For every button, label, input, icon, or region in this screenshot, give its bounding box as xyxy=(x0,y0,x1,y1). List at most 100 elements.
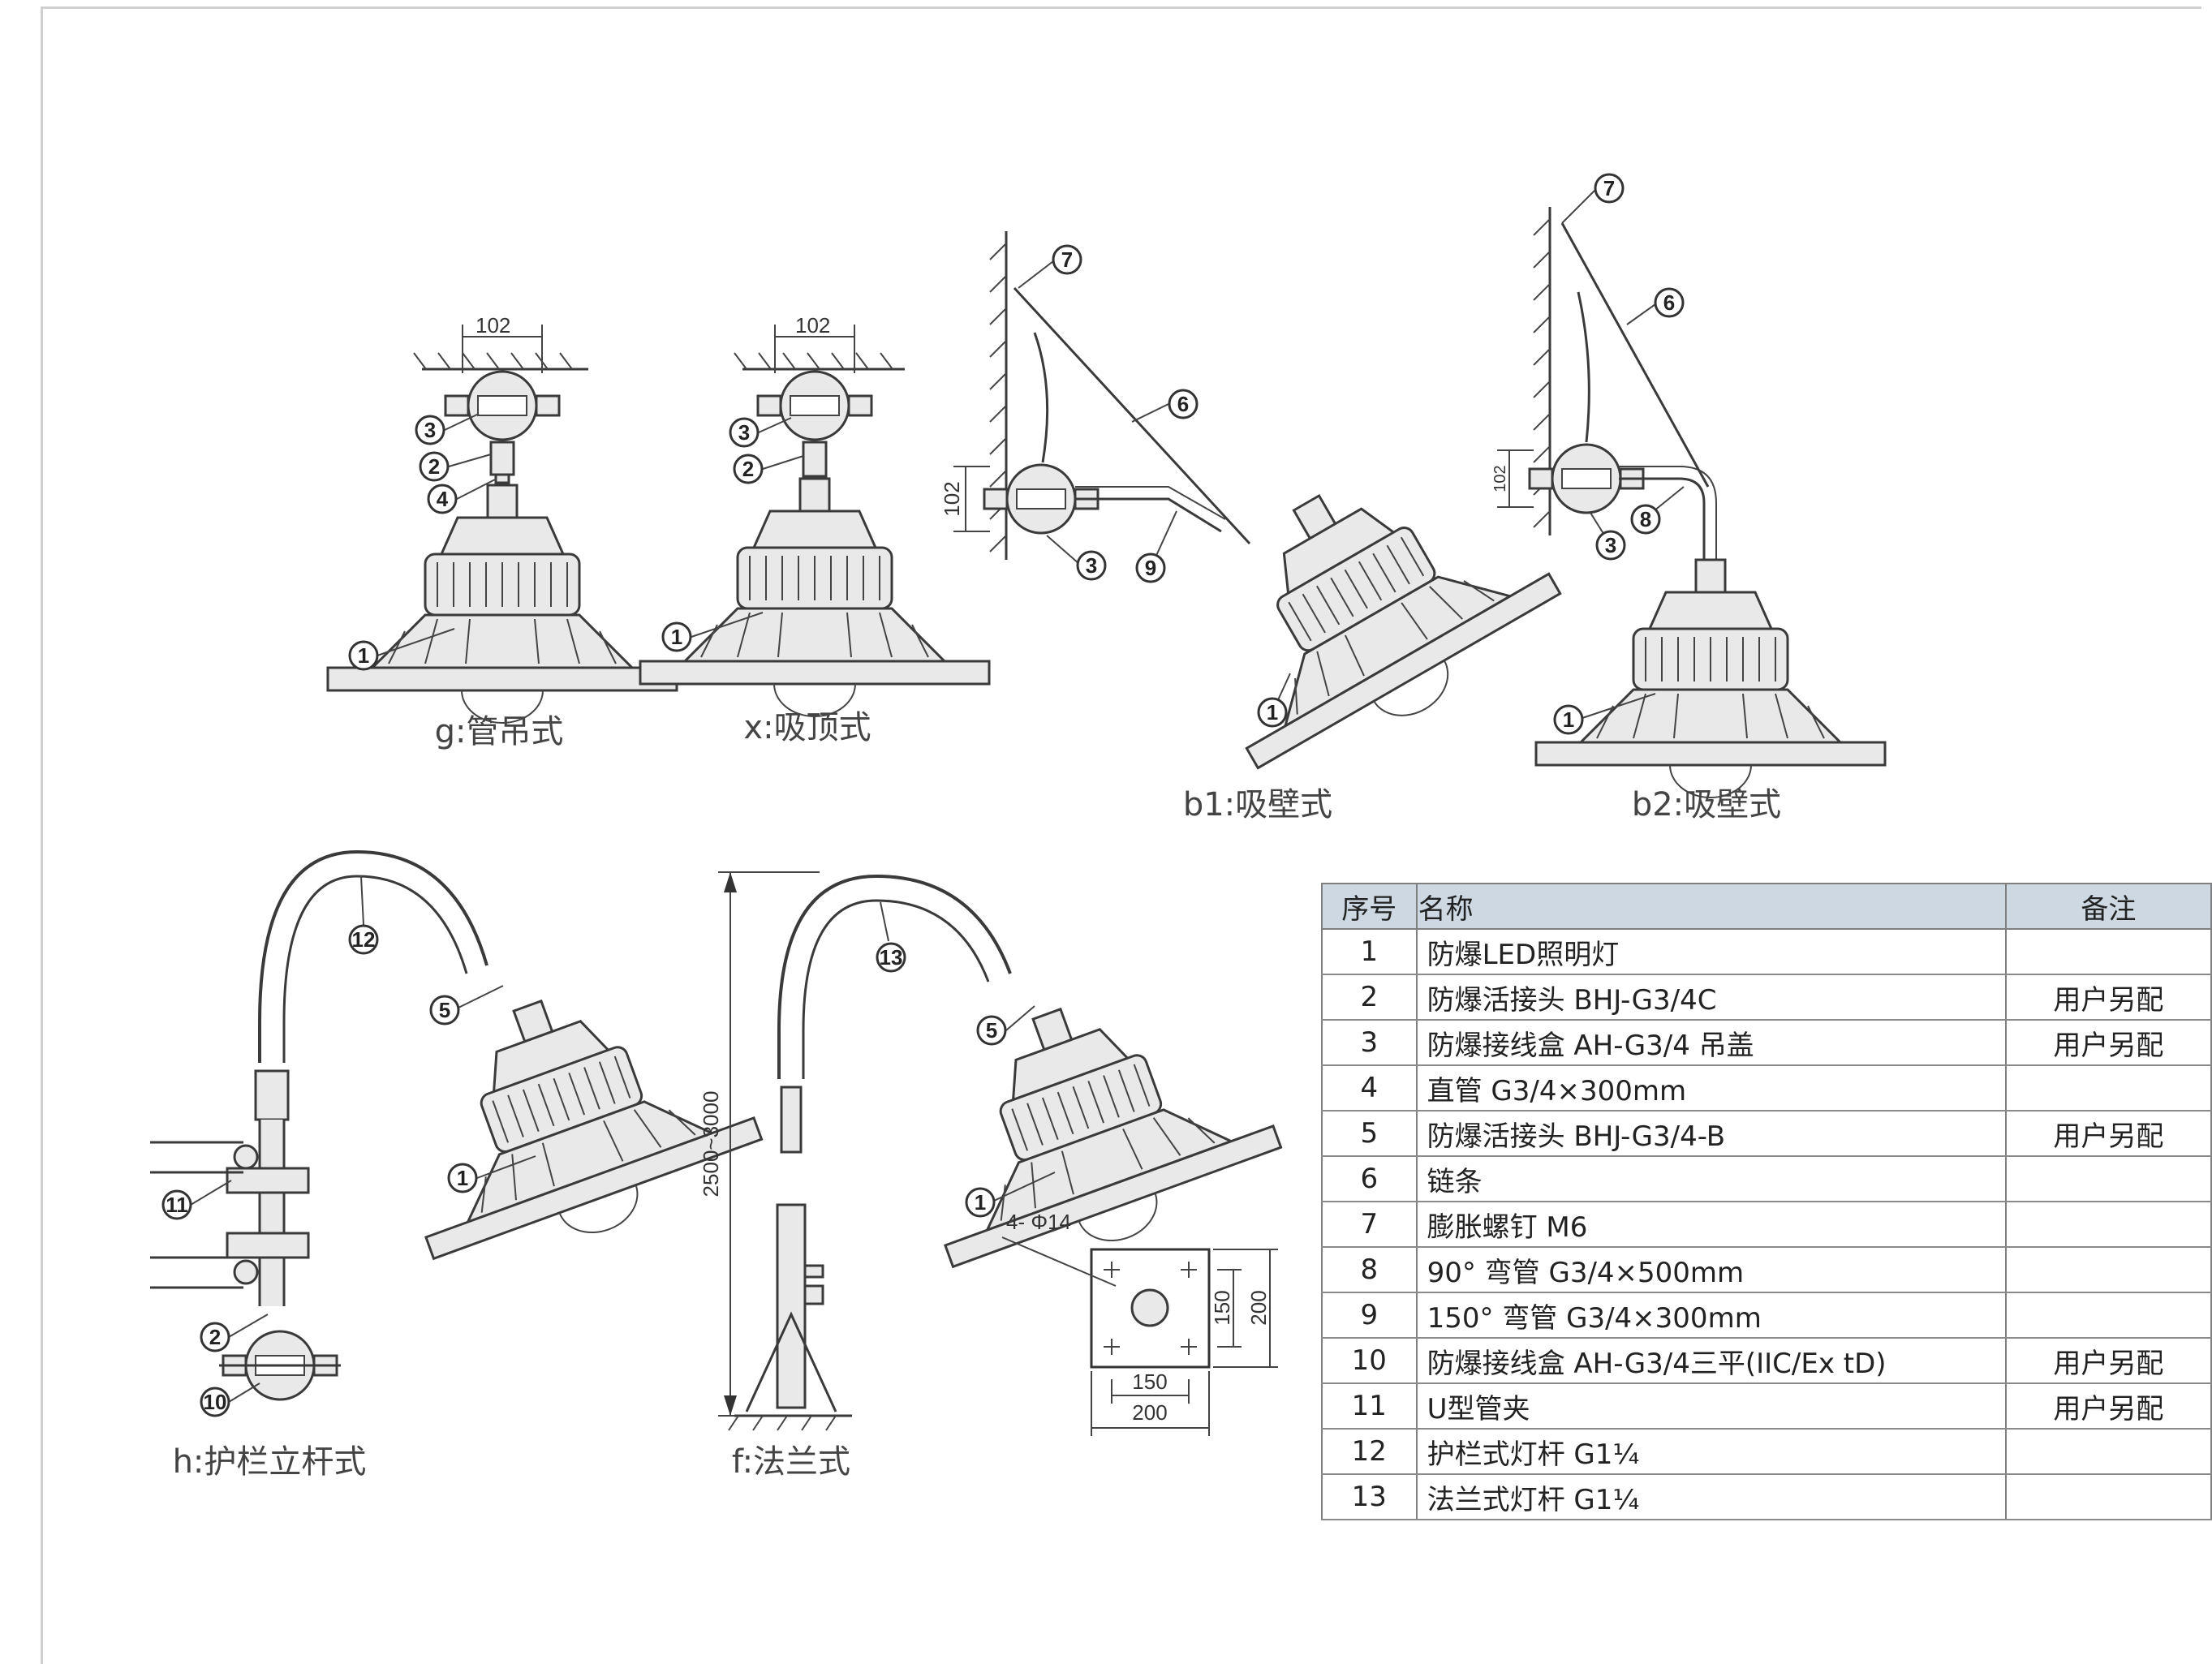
diagram-g-pipe-pendant: 102 xyxy=(326,313,678,725)
cell-no: 12 xyxy=(1321,1428,1417,1475)
caption-x: x:吸顶式 xyxy=(743,709,871,746)
callout-b1-7: 7 xyxy=(1061,247,1073,272)
cell-name: 护栏式灯杆 G1¼ xyxy=(1415,1428,2007,1475)
callout-b2-7: 7 xyxy=(1603,176,1615,200)
callout-h-5: 5 xyxy=(439,998,450,1022)
caption-g: g:管吊式 xyxy=(435,713,564,750)
cell-note: 用户另配 xyxy=(2005,1337,2212,1384)
caption-b2: b2:吸壁式 xyxy=(1632,786,1781,823)
caption-f: f:法兰式 xyxy=(732,1443,850,1481)
callout-x-2: 2 xyxy=(742,457,754,481)
callout-h-10: 10 xyxy=(204,1390,227,1414)
dimension-b1-box: 102 xyxy=(940,481,964,516)
callout-g-1: 1 xyxy=(358,643,369,668)
cell-name: 防爆活接头 BHJ-G3/4C xyxy=(1415,974,2007,1021)
callout-b2-6: 6 xyxy=(1663,290,1675,315)
table-header-row: 序号 名称 备注 xyxy=(1321,883,2212,930)
cell-no: 10 xyxy=(1321,1337,1417,1384)
cell-no: 9 xyxy=(1321,1292,1417,1339)
dimension-pole-height: 2500~3000 xyxy=(699,1091,723,1197)
cell-note xyxy=(2005,1155,2212,1202)
dimension-b2-box: 102 xyxy=(1491,465,1509,492)
dimension-outer-h: 200 xyxy=(1132,1400,1167,1425)
dimension-inner-v: 150 xyxy=(1210,1290,1234,1325)
cell-note: 用户另配 xyxy=(2005,1019,2212,1066)
cell-no: 7 xyxy=(1321,1201,1417,1248)
cell-note xyxy=(2005,1473,2212,1520)
callout-g-3: 3 xyxy=(424,418,436,442)
cell-name: 防爆活接头 BHJ-G3/4-B xyxy=(1415,1110,2007,1157)
cell-note: 用户另配 xyxy=(2005,1382,2212,1430)
header-name: 名称 xyxy=(1415,883,2007,930)
cell-name: 法兰式灯杆 G1¼ xyxy=(1415,1473,2007,1520)
cell-no: 5 xyxy=(1321,1110,1417,1157)
cell-note: 用户另配 xyxy=(2005,1110,2212,1157)
callout-b1-3: 3 xyxy=(1086,553,1097,578)
dimension-outer-v: 200 xyxy=(1246,1290,1271,1325)
diagram-f-flange: 2500~3000 4- Φ14 150 200 150 200 xyxy=(699,871,1293,1436)
callout-b2-1: 1 xyxy=(1563,707,1574,732)
cell-name: 直管 G3/4×300mm xyxy=(1415,1064,2007,1111)
callout-b2-8: 8 xyxy=(1640,507,1651,531)
callout-h-11: 11 xyxy=(166,1193,188,1217)
cell-note: 用户另配 xyxy=(2005,974,2212,1021)
dimension-x-width: 102 xyxy=(795,313,830,338)
cell-note xyxy=(2005,1428,2212,1475)
cell-no: 6 xyxy=(1321,1155,1417,1202)
callout-g-2: 2 xyxy=(428,454,440,479)
diagram-h-guardrail xyxy=(150,849,774,1401)
callout-h-1: 1 xyxy=(457,1166,468,1190)
dimension-holes: 4- Φ14 xyxy=(1006,1210,1071,1234)
cell-no: 2 xyxy=(1321,974,1417,1021)
cell-name: 防爆接线盒 AH-G3/4 吊盖 xyxy=(1415,1019,2007,1066)
callout-b1-1: 1 xyxy=(1267,700,1278,725)
cell-name: 链条 xyxy=(1415,1155,2007,1202)
header-note: 备注 xyxy=(2004,883,2212,930)
cell-name: 膨胀螺钉 M6 xyxy=(1415,1201,2007,1248)
cell-no: 1 xyxy=(1321,928,1417,975)
page-frame xyxy=(41,6,2201,1664)
cell-name: 防爆LED照明灯 xyxy=(1415,928,2007,975)
callout-h-2: 2 xyxy=(209,1325,221,1349)
callout-g-4: 4 xyxy=(437,487,449,511)
cell-no: 4 xyxy=(1321,1064,1417,1111)
header-no: 序号 xyxy=(1321,883,1418,930)
cell-name: 防爆接线盒 AH-G3/4三平(IIC/Ex tD) xyxy=(1415,1337,2007,1384)
cell-note xyxy=(2005,1246,2212,1293)
callout-f-1: 1 xyxy=(975,1190,986,1215)
cell-note xyxy=(2005,1201,2212,1248)
cell-name: 150° 弯管 G3/4×300mm xyxy=(1415,1292,2007,1339)
diagram-b2-wall: 102 xyxy=(1491,207,1887,799)
cell-note xyxy=(2005,928,2212,975)
dimension-g-width: 102 xyxy=(476,313,510,338)
cell-no: 8 xyxy=(1321,1246,1417,1293)
callout-b1-6: 6 xyxy=(1177,392,1189,416)
cell-note xyxy=(2005,1064,2212,1111)
cell-name: U型管夹 xyxy=(1415,1382,2007,1430)
callout-x-1: 1 xyxy=(671,625,682,649)
callout-h-12: 12 xyxy=(352,927,376,952)
callout-f-13: 13 xyxy=(880,945,903,970)
callout-x-3: 3 xyxy=(738,420,750,445)
cell-no: 13 xyxy=(1321,1473,1417,1520)
callout-b1-9: 9 xyxy=(1145,556,1156,580)
diagram-b1-wall: 102 xyxy=(940,231,1578,798)
diagram-x-ceiling: 102 xyxy=(639,313,991,718)
cell-no: 3 xyxy=(1321,1019,1417,1066)
callout-f-5: 5 xyxy=(986,1018,997,1043)
cell-name: 90° 弯管 G3/4×500mm xyxy=(1415,1246,2007,1293)
caption-h: h:护栏立杆式 xyxy=(173,1443,367,1481)
caption-b1: b1:吸壁式 xyxy=(1183,786,1332,823)
